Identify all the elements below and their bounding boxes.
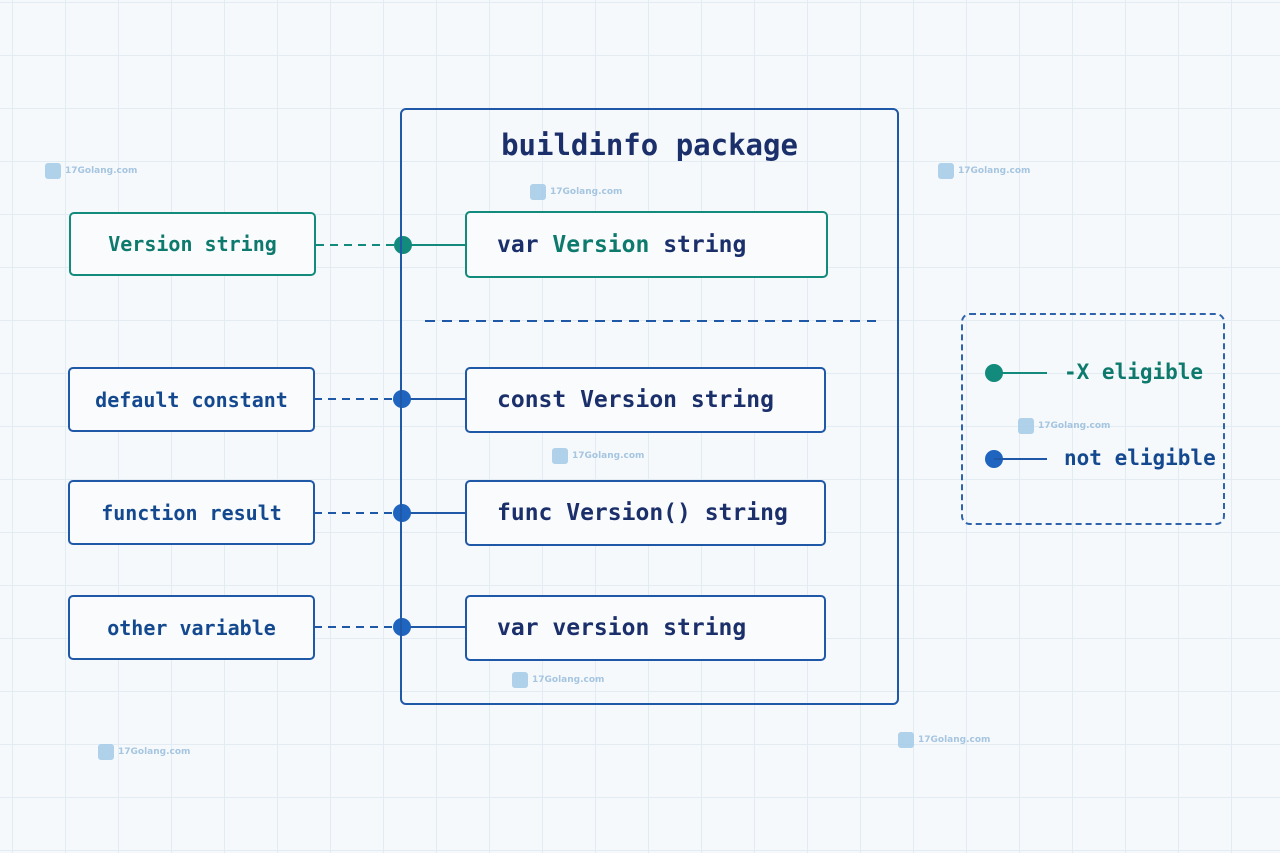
watermark: 17Golang.com bbox=[45, 163, 137, 179]
legend-eligible-label: -X eligible bbox=[1064, 360, 1204, 384]
const-version-code: const Version string bbox=[497, 387, 774, 413]
watermark-text: 17Golang.com bbox=[118, 747, 191, 757]
watermark-text: 17Golang.com bbox=[550, 187, 623, 197]
const-version-code-box: const Version string bbox=[465, 367, 826, 433]
watermark-text: 17Golang.com bbox=[65, 166, 138, 176]
default-constant-label-box: default constant bbox=[68, 367, 315, 432]
not-eligible-dot bbox=[393, 618, 411, 636]
watermark-logo-icon bbox=[98, 744, 114, 760]
watermark: 17Golang.com bbox=[98, 744, 190, 760]
function-result-label-box: function result bbox=[68, 480, 315, 545]
var-lower-version-code: var version string bbox=[497, 615, 747, 641]
other-variable-label-box: other variable bbox=[68, 595, 315, 660]
package-container bbox=[400, 108, 899, 705]
watermark-logo-icon bbox=[938, 163, 954, 179]
watermark-text: 17Golang.com bbox=[918, 735, 991, 745]
eligible-dot bbox=[394, 236, 412, 254]
watermark-logo-icon bbox=[898, 732, 914, 748]
watermark: 17Golang.com bbox=[938, 163, 1030, 179]
func-version-code: func Version() string bbox=[497, 500, 788, 526]
string-type: string bbox=[663, 231, 747, 258]
watermark-logo-icon bbox=[530, 184, 546, 200]
default-constant-label: default constant bbox=[95, 387, 288, 412]
watermark-text: 17Golang.com bbox=[532, 675, 605, 685]
watermark-text: 17Golang.com bbox=[1038, 421, 1111, 431]
package-title: buildinfo package bbox=[501, 128, 798, 162]
version-identifier: Version bbox=[552, 231, 650, 258]
legend-not-eligible-label: not eligible bbox=[1064, 446, 1216, 470]
var-version-code-box: var Version string bbox=[465, 211, 828, 278]
watermark-text: 17Golang.com bbox=[958, 166, 1031, 176]
function-result-label: function result bbox=[101, 500, 282, 525]
watermark: 17Golang.com bbox=[552, 448, 644, 464]
legend-box bbox=[961, 313, 1225, 525]
watermark-text: 17Golang.com bbox=[572, 451, 645, 461]
watermark-logo-icon bbox=[552, 448, 568, 464]
watermark: 17Golang.com bbox=[512, 672, 604, 688]
not-eligible-dot bbox=[393, 390, 411, 408]
watermark: 17Golang.com bbox=[1018, 418, 1110, 434]
watermark-logo-icon bbox=[1018, 418, 1034, 434]
version-string-label: Version string bbox=[108, 232, 277, 256]
watermark: 17Golang.com bbox=[530, 184, 622, 200]
not-eligible-dot bbox=[393, 504, 411, 522]
var-lower-version-code-box: var version string bbox=[465, 595, 826, 661]
watermark: 17Golang.com bbox=[898, 732, 990, 748]
var-keyword: var bbox=[497, 231, 539, 258]
watermark-logo-icon bbox=[512, 672, 528, 688]
watermark-logo-icon bbox=[45, 163, 61, 179]
version-string-label-box: Version string bbox=[69, 212, 316, 276]
other-variable-label: other variable bbox=[107, 615, 276, 640]
func-version-code-box: func Version() string bbox=[465, 480, 826, 546]
